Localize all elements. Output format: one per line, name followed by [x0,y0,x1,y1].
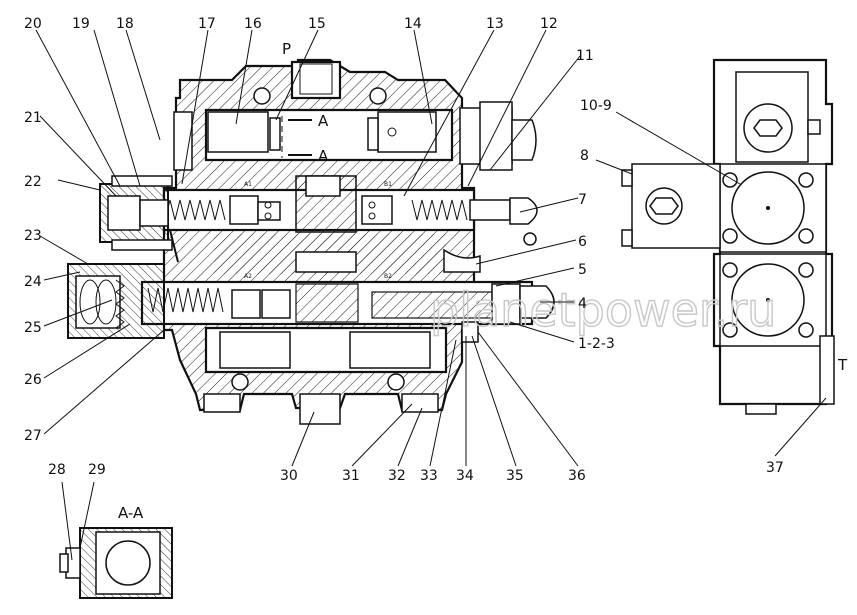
section-view-aa: A-A [59,504,173,599]
section-aa-title: A-A [118,504,144,522]
section-aa-bore [105,540,151,586]
section-mark-a-top: A [318,112,329,130]
upper-spring-left [159,199,226,221]
check-plunger-right [377,111,437,153]
callout-19: 19 [72,16,90,32]
callout-30: 30 [280,468,298,484]
callout-11: 11 [576,48,594,64]
callout-17: 17 [198,16,216,32]
callout-21: 21 [24,110,42,126]
callout-34: 34 [456,468,474,484]
inlet-port-p [290,60,342,100]
callout-8: 8 [580,148,589,164]
callout-32: 32 [388,468,406,484]
tank-port-t [819,335,835,405]
callout-37: 37 [766,460,784,476]
port-t-label: T [837,356,848,374]
callout-7: 7 [578,192,587,208]
port-a2-label: A2 [244,273,252,280]
callout-36: 36 [568,468,586,484]
watermark: planetpower.ru [430,283,776,337]
callout-1-2-3: 1-2-3 [578,336,615,352]
plug-left [173,111,193,171]
port-b1-label: B1 [384,181,392,188]
callout-31: 31 [342,468,360,484]
upper-spring-right [411,199,468,221]
port-a1-label: A1 [244,181,252,188]
callout-18: 18 [116,16,134,32]
callout-23: 23 [24,228,42,244]
callout-5: 5 [578,262,587,278]
port-b2-label: B2 [384,273,392,280]
callout-35: 35 [506,468,524,484]
callout-28: 28 [48,462,66,478]
callout-13: 13 [486,16,504,32]
callout-25: 25 [24,320,42,336]
callout-15: 15 [308,16,326,32]
side-view: T [621,58,848,415]
bolt-left [203,393,241,413]
callout-27: 27 [24,428,42,444]
callout-20: 20 [24,16,42,32]
callout-29: 29 [88,462,106,478]
callout-12: 12 [540,16,558,32]
callouts: 20 19 18 17 16 15 14 13 12 11 21 22 7 23… [24,16,784,484]
callout-26: 26 [24,372,42,388]
main-section-view: A A P A1 B1 [67,40,555,425]
callout-14: 14 [404,16,422,32]
callout-16: 16 [244,16,262,32]
callout-33: 33 [420,468,438,484]
check-plunger-left [207,111,269,153]
leader-lines [35,29,827,561]
port-p-label: P [282,40,291,58]
section-mark-a-bottom: A [318,147,329,165]
callout-24: 24 [24,274,42,290]
callout-6: 6 [578,234,587,250]
callout-10-9: 10-9 [580,98,612,114]
callout-22: 22 [24,174,42,190]
callout-4: 4 [578,296,587,312]
drain-plug [299,393,341,425]
